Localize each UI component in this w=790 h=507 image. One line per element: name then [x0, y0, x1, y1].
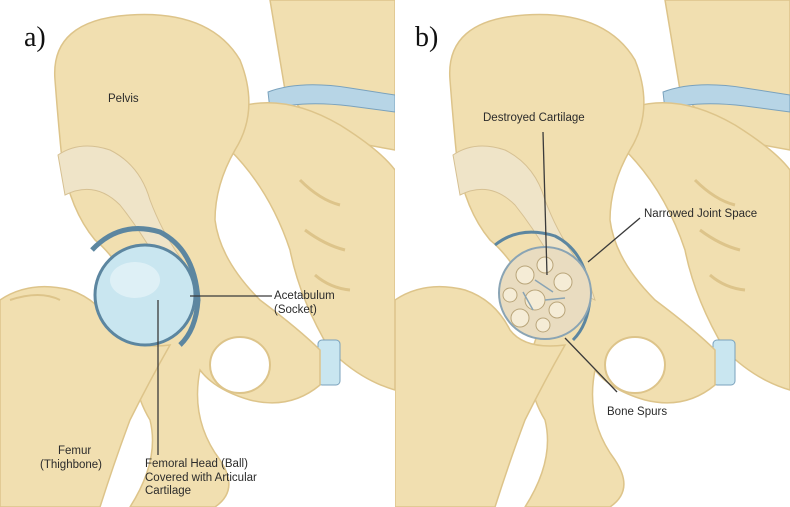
acetabulum-label-line1: Acetabulum	[274, 290, 335, 304]
femur-label-line2: (Thighbone)	[40, 459, 102, 473]
femur-label-line1: Femur	[40, 445, 102, 459]
pubic-symphysis-graphic	[318, 340, 340, 385]
femoral-head-label-line1: Femoral Head (Ball)	[145, 458, 257, 472]
panel-a-label: a)	[24, 22, 46, 54]
pelvis-label: Pelvis	[108, 93, 139, 107]
femoral-head-label-line3: Cartilage	[145, 485, 257, 499]
bone-spurs-label: Bone Spurs	[607, 406, 667, 420]
destroyed-cartilage-label: Destroyed Cartilage	[483, 112, 585, 126]
femoral-head-label: Femoral Head (Ball) Covered with Articul…	[145, 458, 257, 499]
femoral-head-label-line2: Covered with Articular	[145, 472, 257, 486]
acetabulum-label: Acetabulum (Socket)	[274, 290, 335, 317]
acetabulum-label-line2: (Socket)	[274, 304, 335, 318]
femur-label: Femur (Thighbone)	[40, 445, 102, 472]
arthritic-hip-illustration	[395, 0, 790, 507]
pubic-symphysis-graphic	[713, 340, 735, 385]
healthy-hip-illustration	[0, 0, 395, 507]
panel-arthritic-hip: b) Destroyed Cartilage Narrowed Joint Sp…	[395, 0, 790, 507]
panel-healthy-hip: a) Pelvis Acetabulum (Socket) Femur (Thi…	[0, 0, 395, 507]
damaged-femoral-head-graphic	[499, 247, 591, 339]
narrowed-joint-space-label: Narrowed Joint Space	[644, 208, 757, 222]
panel-b-label: b)	[415, 22, 438, 54]
